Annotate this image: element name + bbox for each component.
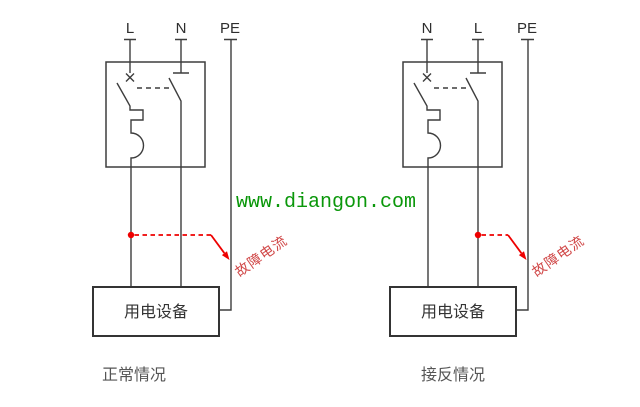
pe-conductor xyxy=(516,40,529,311)
pole2-incoming-wire xyxy=(470,40,486,74)
device-box xyxy=(389,286,517,337)
terminal-label-3: PE xyxy=(220,20,240,37)
device-box xyxy=(92,286,220,337)
terminal-label-1: L xyxy=(126,20,134,37)
diagram-caption: 接反情况 xyxy=(421,365,485,384)
pole2-switch-blade xyxy=(465,77,479,287)
breaker-box xyxy=(402,61,503,168)
pe-conductor xyxy=(219,40,232,311)
pole2-incoming-wire xyxy=(173,40,189,74)
fault-current-label: 故障电流 xyxy=(530,233,588,281)
fault-current-arrowhead-icon xyxy=(221,251,230,260)
pole2-switch-blade xyxy=(168,77,182,287)
terminal-label-2: N xyxy=(176,20,187,37)
fault-point-dot xyxy=(127,231,135,239)
terminal-label-1: N xyxy=(422,20,433,37)
device-label: 用电设备 xyxy=(421,302,485,321)
fault-current-label: 故障电流 xyxy=(233,233,291,281)
fault-point-dot xyxy=(474,231,482,239)
terminal-label-2: L xyxy=(474,20,482,37)
diagram-reversed: N L PE 用电设备 故障电流 接反情况 xyxy=(389,20,588,384)
fault-current-arrowhead-icon xyxy=(518,251,527,260)
watermark-text: www.diangon.com xyxy=(236,191,416,214)
terminal-label-3: PE xyxy=(517,20,537,37)
fault-current-arrow-shaft xyxy=(507,234,523,254)
fault-current-arrow-shaft xyxy=(210,234,226,254)
breaker-box xyxy=(105,61,206,168)
breaker-cross-icon xyxy=(422,73,432,82)
diagram-normal: L N PE 用电设备 故障电流 正常情况 xyxy=(92,20,291,384)
diagram-caption: 正常情况 xyxy=(102,365,166,384)
breaker-cross-icon xyxy=(125,73,135,82)
device-label: 用电设备 xyxy=(124,302,188,321)
pole1-breaker-element xyxy=(116,82,145,287)
pole1-breaker-element xyxy=(413,82,442,287)
